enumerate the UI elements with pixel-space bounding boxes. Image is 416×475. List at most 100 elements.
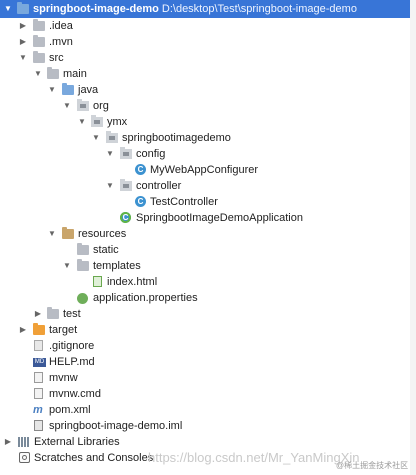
scrollbar[interactable] [410, 0, 416, 475]
properties-file-icon [77, 293, 88, 304]
folder-icon [33, 51, 45, 63]
tree-node-iml[interactable]: springboot-image-demo.iml [0, 418, 416, 434]
folder-icon [17, 2, 29, 14]
chevron-down-icon[interactable]: ▼ [63, 101, 71, 110]
tree-node-label: pom.xml [49, 404, 91, 416]
tree-node-springbootimagedemoapplication[interactable]: C SpringbootImageDemoApplication [0, 210, 416, 226]
resources-folder-icon [62, 227, 74, 239]
tree-node-springbootimagedemo[interactable]: ▼ springbootimagedemo [0, 130, 416, 146]
tree-node-label: mvnw [49, 372, 78, 384]
tree-node-label: target [49, 324, 78, 336]
chevron-down-icon[interactable]: ▼ [92, 133, 100, 142]
excluded-folder-icon [33, 323, 45, 335]
chevron-down-icon[interactable]: ▼ [106, 181, 114, 190]
tree-node-test[interactable]: ▶ test [0, 306, 416, 322]
tree-node-label: controller [136, 180, 182, 192]
module-file-icon [34, 420, 43, 431]
tree-node-resources[interactable]: ▼ resources [0, 226, 416, 242]
package-icon [120, 179, 132, 191]
tree-node-static[interactable]: static [0, 242, 416, 258]
tree-node-label: java [78, 84, 99, 96]
chevron-right-icon[interactable]: ▶ [19, 37, 27, 46]
tree-node-index-html[interactable]: index.html [0, 274, 416, 290]
project-path: D:\desktop\Test\springboot-image-demo [161, 3, 357, 15]
script-file-icon [34, 372, 43, 383]
folder-icon [33, 35, 45, 47]
tree-node-label: springboot-image-demo.iml [49, 420, 183, 432]
tree-node-config[interactable]: ▼ config [0, 146, 416, 162]
tree-node-label: resources [78, 228, 127, 240]
tree-node-application-properties[interactable]: application.properties [0, 290, 416, 306]
watermark: https://blog.csdn.net/Mr_YanMingXin [148, 450, 360, 465]
script-file-icon [34, 388, 43, 399]
tree-node-label: TestController [150, 196, 218, 208]
tree-node-label: MyWebAppConfigurer [150, 164, 259, 176]
scratches-icon [19, 452, 30, 463]
tree-node-target[interactable]: ▶ target [0, 322, 416, 338]
tree-node-label: static [93, 244, 119, 256]
chevron-right-icon[interactable]: ▶ [19, 325, 27, 334]
text-file-icon [34, 340, 43, 351]
java-class-icon: C [135, 164, 146, 175]
folder-icon [77, 243, 89, 255]
tree-node-mywebappconfigurer[interactable]: C MyWebAppConfigurer [0, 162, 416, 178]
tree-node-idea[interactable]: ▶ .idea [0, 18, 416, 34]
package-icon [91, 115, 103, 127]
folder-icon [47, 67, 59, 79]
tree-node-scratches[interactable]: Scratches and Consoles [0, 450, 416, 466]
tree-node-controller[interactable]: ▼ controller [0, 178, 416, 194]
chevron-right-icon[interactable]: ▶ [19, 21, 27, 30]
tree-node-label: .mvn [49, 36, 73, 48]
tree-node-label: org [93, 100, 109, 112]
package-icon [77, 99, 89, 111]
tree-node-testcontroller[interactable]: C TestController [0, 194, 416, 210]
tree-node-label: index.html [107, 276, 158, 288]
chevron-down-icon[interactable]: ▼ [106, 149, 114, 158]
maven-pom-icon: m [33, 404, 43, 416]
tree-node-label: templates [93, 260, 141, 272]
source-folder-icon [62, 83, 74, 95]
chevron-down-icon[interactable]: ▼ [48, 229, 56, 238]
tree-node-pom-xml[interactable]: m pom.xml [0, 402, 416, 418]
brand-mark: @稀土掘金技术社区 [336, 461, 409, 470]
tree-node-org[interactable]: ▼ org [0, 98, 416, 114]
folder-icon [33, 19, 45, 31]
spring-boot-class-icon: C [120, 212, 131, 223]
tree-node-label: ymx [107, 116, 128, 128]
tree-node-label: SpringbootImageDemoApplication [136, 212, 303, 224]
chevron-down-icon[interactable]: ▼ [34, 69, 42, 78]
tree-node-label: Scratches and Consoles [34, 452, 154, 464]
tree-node-gitignore[interactable]: .gitignore [0, 338, 416, 354]
tree-node-java[interactable]: ▼ java [0, 82, 416, 98]
chevron-right-icon[interactable]: ▶ [4, 437, 12, 446]
tree-node-main[interactable]: ▼ main [0, 66, 416, 82]
chevron-down-icon[interactable]: ▼ [63, 261, 71, 270]
tree-node-label: mvnw.cmd [49, 388, 101, 400]
chevron-down-icon[interactable]: ▼ [4, 4, 12, 13]
package-icon [106, 131, 118, 143]
tree-node-label: External Libraries [34, 436, 120, 448]
tree-node-label: main [63, 68, 87, 80]
package-icon [120, 147, 132, 159]
tree-node-label: test [63, 308, 81, 320]
folder-icon [77, 259, 89, 271]
tree-node-external-libraries[interactable]: ▶ External Libraries [0, 434, 416, 450]
tree-node-mvnw[interactable]: mvnw [0, 370, 416, 386]
tree-node-mvnw-cmd[interactable]: mvnw.cmd [0, 386, 416, 402]
tree-node-mvn[interactable]: ▶ .mvn [0, 34, 416, 50]
markdown-file-icon: MD [33, 358, 46, 367]
chevron-down-icon[interactable]: ▼ [19, 53, 27, 62]
chevron-down-icon[interactable]: ▼ [48, 85, 56, 94]
tree-node-help-md[interactable]: MD HELP.md [0, 354, 416, 370]
tree-node-templates[interactable]: ▼ templates [0, 258, 416, 274]
tree-node-label: .gitignore [49, 340, 95, 352]
html-file-icon [93, 276, 102, 287]
chevron-down-icon[interactable]: ▼ [78, 117, 86, 126]
chevron-right-icon[interactable]: ▶ [34, 309, 42, 318]
tree-node-ymx[interactable]: ▼ ymx [0, 114, 416, 130]
tree-node-label: config [136, 148, 166, 160]
tree-node-src[interactable]: ▼ src [0, 50, 416, 66]
folder-icon [47, 307, 59, 319]
